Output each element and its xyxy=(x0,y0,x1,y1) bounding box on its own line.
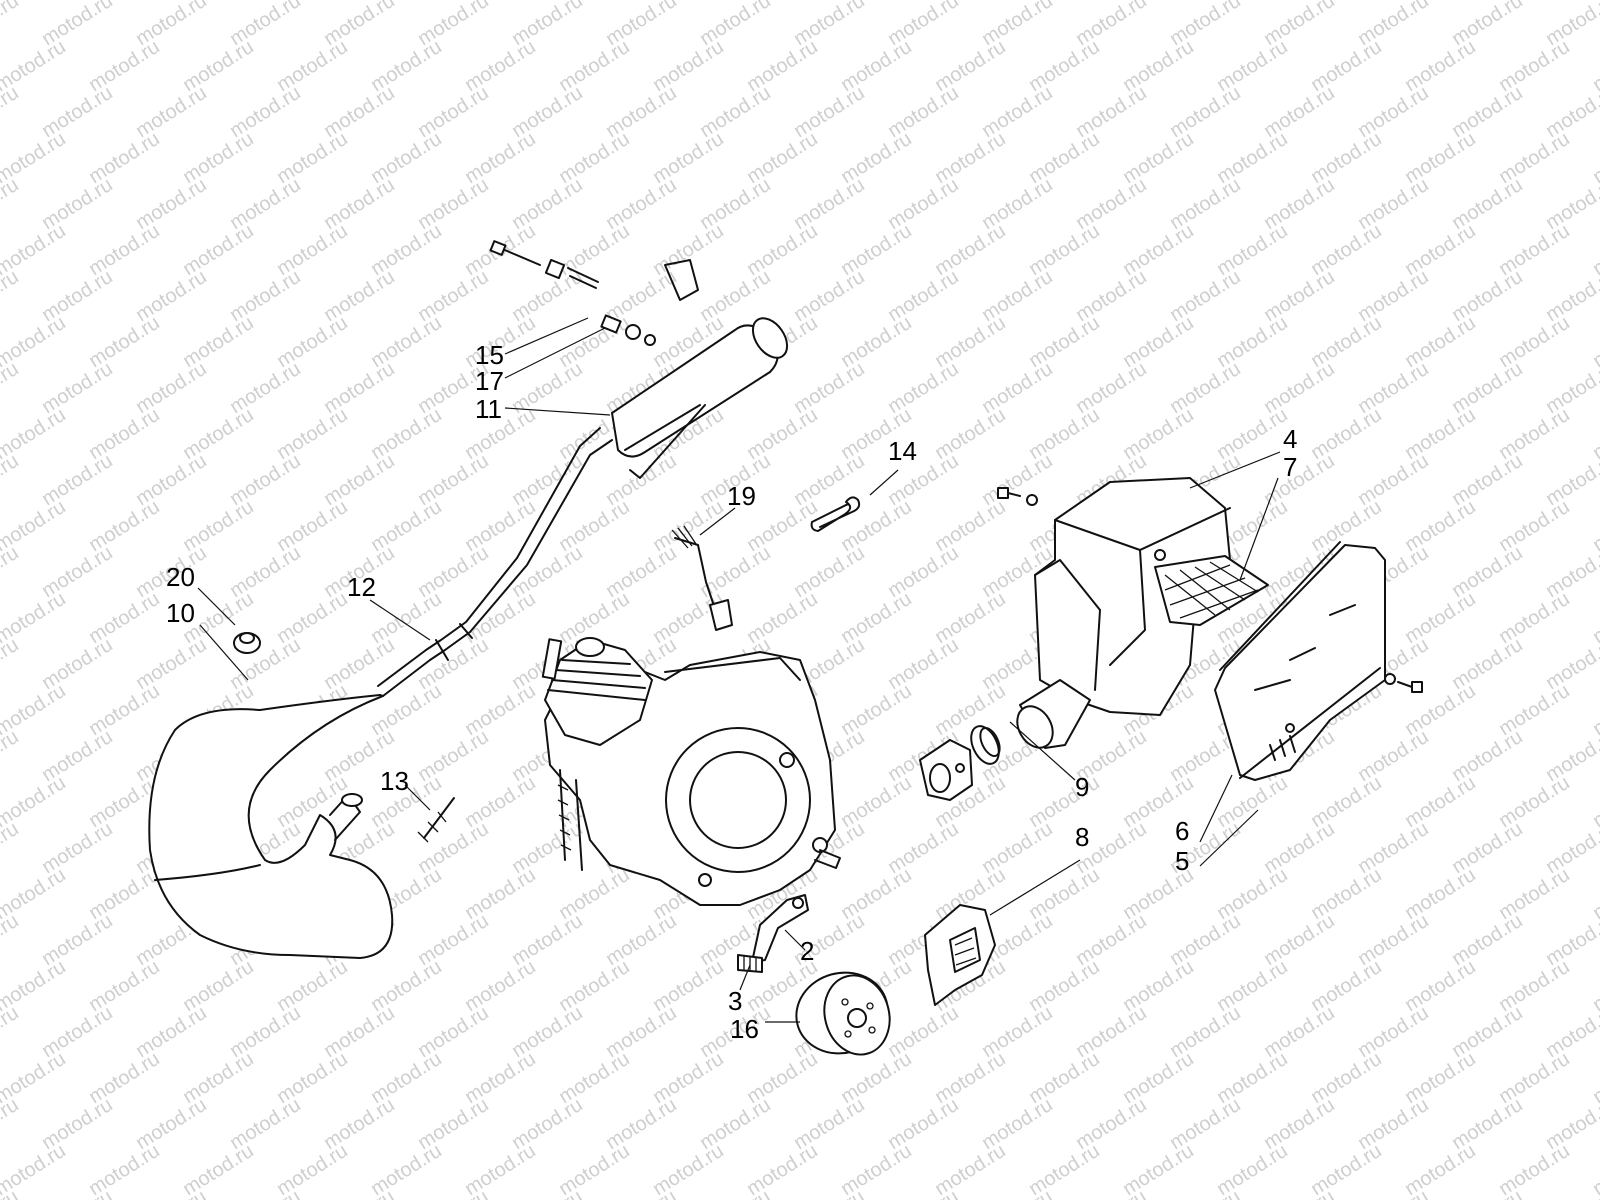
watermark-text: motod.ru xyxy=(884,1186,963,1200)
flywheel xyxy=(795,971,891,1056)
watermark-text: motod.ru xyxy=(1542,910,1600,970)
leader-lines xyxy=(197,317,1281,1023)
callout-2: 2 xyxy=(800,936,814,966)
watermark-text: motod.ru xyxy=(0,266,23,326)
watermark-text: motod.ru xyxy=(226,1186,305,1200)
kick-lever xyxy=(751,894,809,963)
callout-5: 5 xyxy=(1175,846,1189,876)
watermark-text: motod.ru xyxy=(0,726,23,786)
watermark-text: motod.ru xyxy=(1589,496,1600,556)
watermark-text: motod.ru xyxy=(0,358,23,418)
silencer-bolt xyxy=(489,240,656,346)
watermark-text: motod.ru xyxy=(1542,1094,1600,1154)
intake-rubber xyxy=(1016,679,1091,749)
callout-15: 15 xyxy=(475,340,504,370)
watermark-text: motod.ru xyxy=(320,1186,399,1200)
watermark-text: motod.ru xyxy=(1166,1186,1245,1200)
watermark-text: motod.ru xyxy=(602,1186,681,1200)
callout-7: 7 xyxy=(1283,452,1297,482)
watermark-text: motod.ru xyxy=(1542,1186,1600,1200)
callout-10: 10 xyxy=(166,598,195,628)
callout-17: 17 xyxy=(475,366,504,396)
watermark-text: motod.ru xyxy=(1542,266,1600,326)
watermark-text: motod.ru xyxy=(1448,1186,1527,1200)
watermark-text: motod.ru xyxy=(0,818,23,878)
callout-3: 3 xyxy=(728,986,742,1016)
watermark-text: motod.ru xyxy=(1542,82,1600,142)
silencer xyxy=(611,259,789,479)
watermark-text: motod.ru xyxy=(132,1186,211,1200)
watermark-text: motod.ru xyxy=(1589,404,1600,464)
callout-9: 9 xyxy=(1075,772,1089,802)
watermark-text: motod.ru xyxy=(1542,726,1600,786)
watermark-text: motod.ru xyxy=(1589,956,1600,1016)
watermark-text: motod.ru xyxy=(1072,1186,1151,1200)
watermark-text: motod.ru xyxy=(1542,450,1600,510)
callout-12: 12 xyxy=(347,572,376,602)
watermark-text: motod.ru xyxy=(0,0,23,50)
expansion-chamber xyxy=(148,694,394,959)
kick-pedal-rubber xyxy=(737,954,763,973)
watermark-text: motod.ru xyxy=(1542,174,1600,234)
watermark-text: motod.ru xyxy=(1542,634,1600,694)
throttle-cable xyxy=(671,525,733,631)
watermark-text: motod.ru xyxy=(38,1186,117,1200)
watermark-text: motod.ru xyxy=(1542,358,1600,418)
engine-block xyxy=(541,637,841,906)
watermark-text: motod.ru xyxy=(1589,1048,1600,1108)
hose-clamp xyxy=(970,725,1001,765)
exhaust-pipe xyxy=(377,427,613,697)
callout-16: 16 xyxy=(730,1014,759,1044)
callout-14: 14 xyxy=(888,436,917,466)
watermark-text: motod.ru xyxy=(0,174,23,234)
watermark-text: motod.ru xyxy=(0,450,23,510)
watermark-text: motod.ru xyxy=(0,542,23,602)
callout-8: 8 xyxy=(1075,822,1089,852)
watermark-text: motod.ru xyxy=(1542,818,1600,878)
watermark-text: motod.ru xyxy=(1589,312,1600,372)
airbox xyxy=(1034,477,1231,716)
airbox-bolts xyxy=(997,487,1423,693)
airbox-cover xyxy=(1214,541,1386,781)
wire-clip xyxy=(810,496,861,532)
watermark-text: motod.ru xyxy=(508,1186,587,1200)
watermark-text: motod.ru xyxy=(0,82,23,142)
sprocket-cover xyxy=(924,904,996,1006)
callout-13: 13 xyxy=(380,766,409,796)
watermark-text: motod.ru xyxy=(1589,36,1600,96)
watermark-text: motod.ru xyxy=(790,1186,869,1200)
watermark-text: motod.ru xyxy=(1542,542,1600,602)
watermark-text: motod.ru xyxy=(1354,1186,1433,1200)
watermark-text: motod.ru xyxy=(1589,128,1600,188)
watermark-text: motod.ru xyxy=(414,1186,493,1200)
watermark-text: motod.ru xyxy=(0,1094,23,1154)
watermark-text: motod.ru xyxy=(1589,588,1600,648)
callout-11: 11 xyxy=(475,394,502,424)
callout-20: 20 xyxy=(166,562,195,592)
watermark-text: motod.ru xyxy=(0,910,23,970)
watermark-text: motod.ru xyxy=(696,1186,775,1200)
callout-4: 4 xyxy=(1283,424,1297,454)
watermark-text: motod.ru xyxy=(1589,1140,1600,1200)
watermark-text: motod.ru xyxy=(1589,220,1600,280)
air-filter xyxy=(1154,555,1269,626)
watermark-text: motod.ru xyxy=(1589,680,1600,740)
callouts: 4 7 14 19 20 10 12 15 17 11 13 9 8 6 5 2… xyxy=(166,340,1297,1044)
watermark-text: motod.ru xyxy=(0,1002,23,1062)
watermark-text: motod.ru xyxy=(1589,864,1600,924)
watermark-text: motod.ru xyxy=(0,634,23,694)
watermark-text: motod.ru xyxy=(978,1186,1057,1200)
exhaust-spring xyxy=(417,797,455,843)
watermark-text: motod.ru xyxy=(1260,1186,1339,1200)
callout-6: 6 xyxy=(1175,816,1189,846)
watermark-text: motod.ru xyxy=(1542,1002,1600,1062)
watermark-text: motod.ru xyxy=(1589,772,1600,832)
callout-19: 19 xyxy=(727,481,756,511)
carburetor xyxy=(919,739,973,801)
rubber-grommet xyxy=(233,632,261,654)
